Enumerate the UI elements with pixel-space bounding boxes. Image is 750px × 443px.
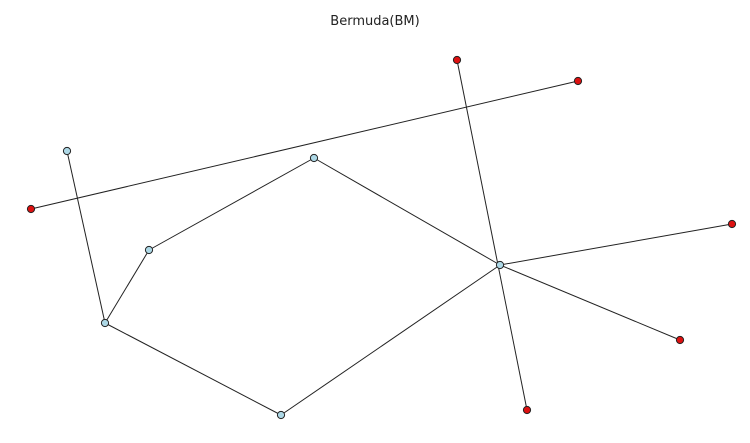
external-node-r4: [675, 335, 685, 345]
node-layer: [26, 55, 737, 420]
internal-node-n0: [62, 146, 72, 156]
external-node-r1: [452, 55, 462, 65]
edge-r1-r2: [456, 59, 528, 411]
internal-node-n2: [144, 245, 154, 255]
internal-node-n1: [309, 153, 319, 163]
diagram-title: Bermuda(BM): [330, 14, 420, 29]
edge-layer: [30, 59, 733, 416]
internal-node-n4: [495, 260, 505, 270]
edge-n3-n2: [104, 249, 150, 324]
external-node-r5: [573, 76, 583, 86]
edge-n4-r3: [499, 223, 733, 266]
edge-n2-n1: [148, 157, 315, 251]
edge-n1-n4: [313, 157, 501, 266]
external-node-r3: [727, 219, 737, 229]
external-node-r2: [522, 405, 532, 415]
edge-n5-n4: [280, 264, 501, 416]
internal-node-n3: [100, 318, 110, 328]
edge-n4-r4: [499, 264, 681, 341]
internal-node-n5: [276, 410, 286, 420]
external-node-r0: [26, 204, 36, 214]
edge-r0-r5: [30, 80, 579, 210]
edge-n0-n3: [66, 150, 106, 324]
edge-n3-n5: [104, 322, 282, 416]
